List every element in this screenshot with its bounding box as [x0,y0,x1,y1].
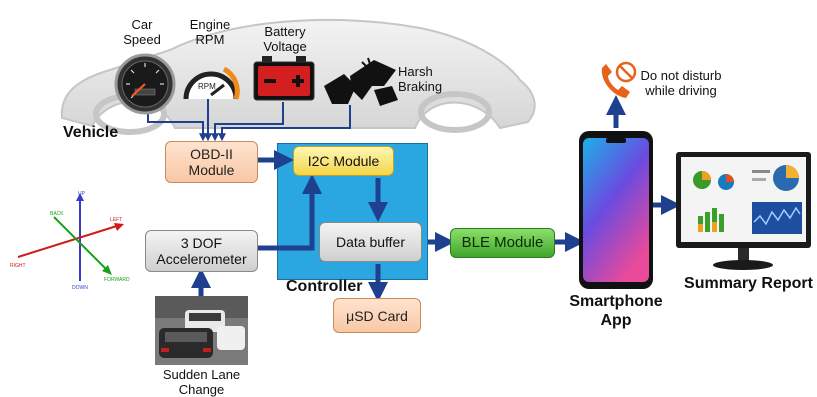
axes-icon: UP LEFT BACK RIGHT FORWARD DOWN [10,191,130,291]
accelerometer-module: 3 DOF Accelerometer [145,230,258,272]
controller-label: Controller [286,278,363,295]
axis-back-label: BACK [50,211,64,217]
lane-change-label: Sudden Lane Change [162,367,241,397]
battery-icon [253,56,315,101]
axis-left-label: LEFT [110,217,122,223]
ble-module: BLE Module [450,228,555,258]
axis-down-label: DOWN [72,285,88,291]
harsh-braking-label: Harsh Braking [398,64,443,94]
smartphone-label: Smartphone App [569,293,663,329]
axis-forward-label: FORWARD [104,277,130,283]
i2c-module: I2C Module [293,146,394,176]
vehicle-label: Vehicle [63,124,119,141]
usd-card: μSD Card [333,298,421,333]
summary-report-label: Summary Report [684,275,813,292]
rpm-gauge-icon: RPM [183,66,240,100]
axis-right-label: RIGHT [10,263,26,269]
phone-call-icon [601,61,637,98]
obd-module: OBD-II Module [165,141,258,183]
engine-rpm-label: Engine RPM [189,17,231,47]
lane-change-photo [155,296,248,365]
axis-up-label: UP [78,191,86,197]
car-speed-label: Car Speed [123,17,161,47]
rpm-gauge-text: RPM [198,82,216,91]
harsh-braking-icon [324,57,398,106]
dnd-label: Do not disturb while driving [640,68,722,98]
battery-voltage-label: Battery Voltage [263,24,307,54]
summary-monitor [676,152,811,270]
smartphone-icon [579,131,653,289]
data-buffer: Data buffer [319,222,422,262]
speedometer-icon [114,53,176,115]
